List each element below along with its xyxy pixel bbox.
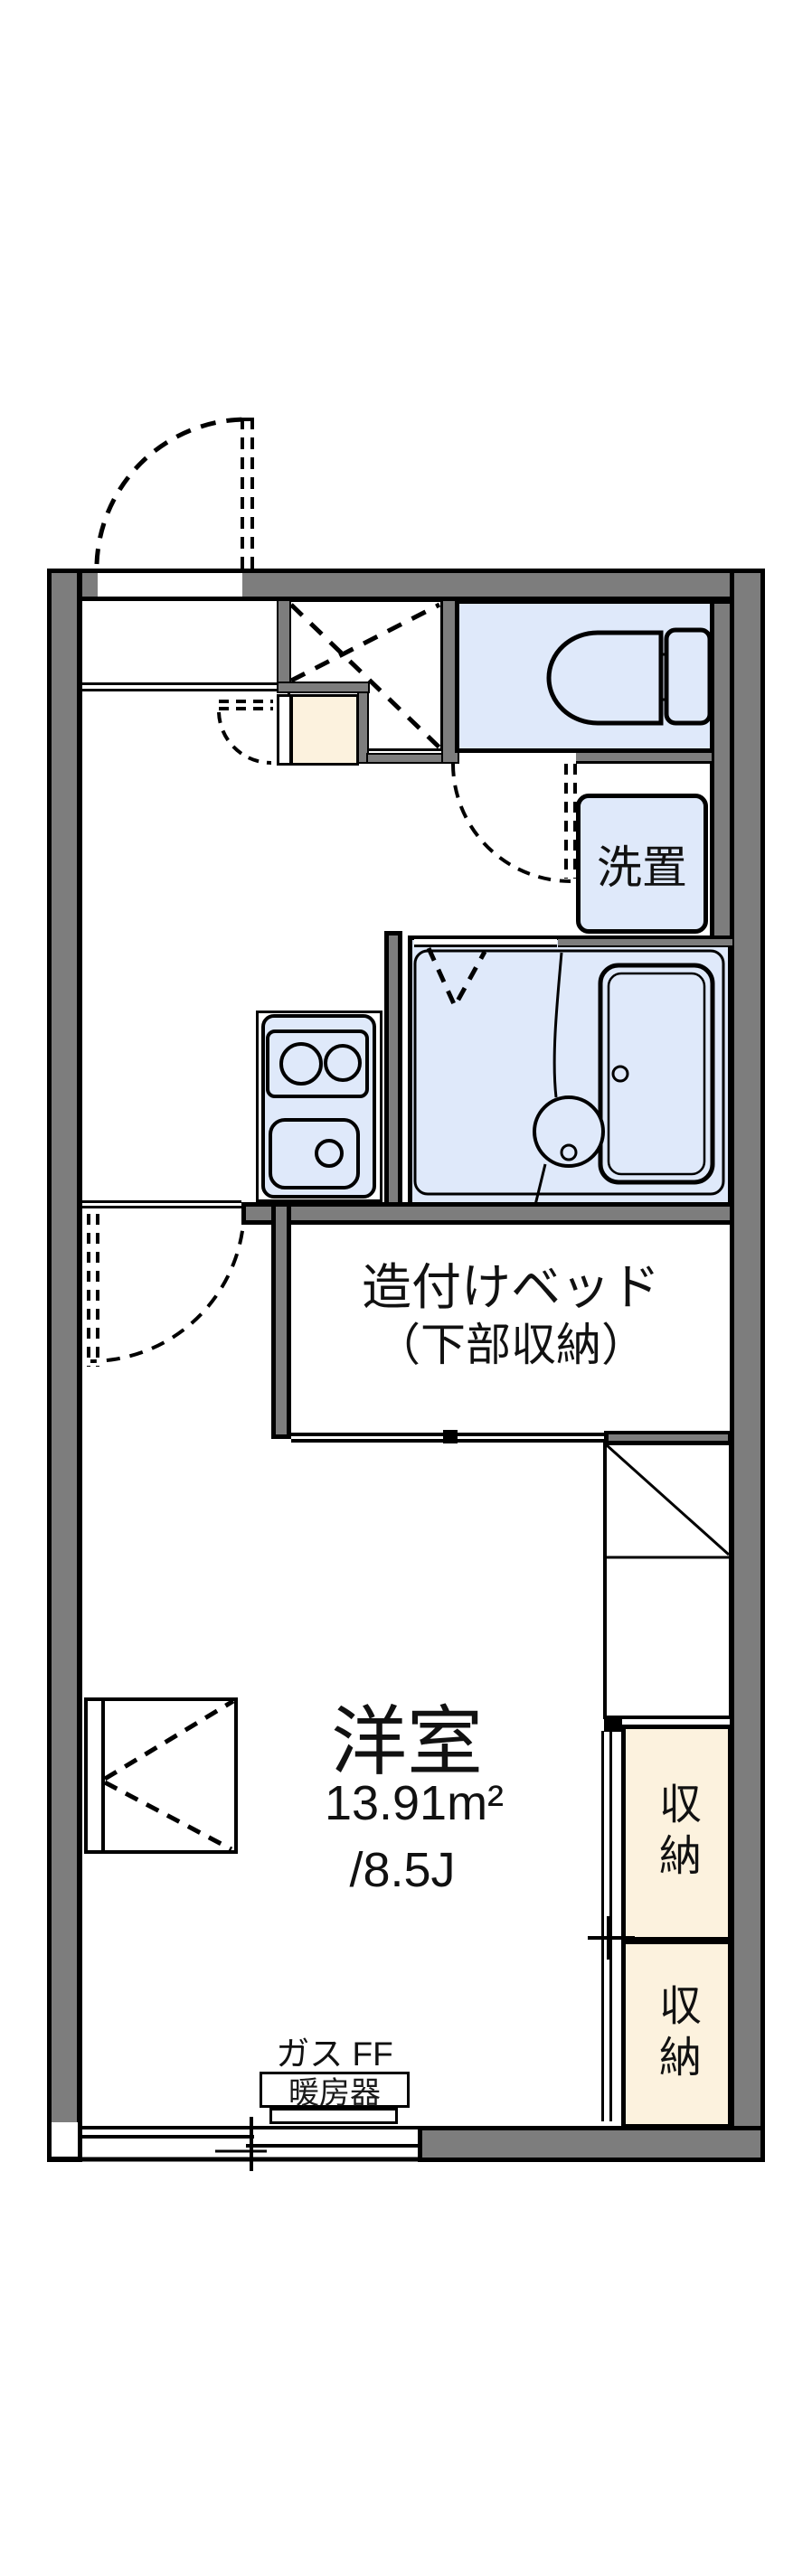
wall-bottom-fill: [422, 2130, 760, 2158]
bathroom-top-wall: [558, 937, 732, 947]
kitchen-unit: [261, 1014, 376, 1199]
entrance-door-arc: [94, 417, 248, 565]
storage-tick-h: [588, 1936, 635, 1940]
stove-burner-left-icon: [279, 1042, 323, 1086]
bath-floor-drain-icon: [560, 1143, 578, 1161]
wall-right-inner-strip-fill: [714, 604, 730, 943]
bathtub-icon: [598, 963, 715, 1185]
storage-channel-line-1: [601, 1731, 604, 2121]
genkan-step-line-2: [82, 689, 278, 691]
closet-track-line: [101, 1701, 105, 1850]
bed-label-line2: （下部収納）: [375, 1320, 647, 1370]
storage-channel-line-2: [609, 1731, 612, 2121]
bath-partition-line-2: [533, 1163, 547, 1206]
sink-drain-icon: [315, 1139, 344, 1168]
heater-name-label: 暖房器: [288, 2075, 381, 2111]
toilet-door-arc: [451, 763, 571, 883]
toilet-tank-icon: [664, 627, 713, 726]
bed-label: 造付けベッド （下部収納）: [298, 1258, 723, 1374]
storage-tick-v: [607, 1916, 610, 1960]
bath-partition-line: [552, 952, 563, 1098]
storage-upper: [621, 1725, 732, 1941]
bed-left-wall-fill: [276, 1207, 287, 1434]
shoe-cabinet-x2: [289, 602, 441, 683]
bathroom-door-threshold: [414, 936, 557, 947]
bathtub-inner: [607, 972, 706, 1176]
room-area-label: 13.91m²: [324, 1776, 505, 1830]
room-divider-wall-fill: [246, 1207, 730, 1220]
bathtub-drain-icon: [611, 1065, 629, 1083]
bath-door-fold-icon: [426, 946, 487, 1011]
wall-right-fill: [734, 573, 760, 2158]
column-top-band-fill: [609, 1434, 728, 1441]
column-step: [604, 1719, 622, 1732]
kitchen-sink-icon: [269, 1118, 360, 1189]
bed-bottom-tick: [443, 1430, 458, 1443]
room-door-arc: [90, 1207, 246, 1363]
column-diagonal-line: [605, 1443, 731, 1556]
storage-lower: [621, 1940, 732, 2129]
shoe-cabinet-x1: [289, 603, 441, 749]
heater-box: 暖房器: [260, 2072, 410, 2111]
wall-bottom-left-corner-inner: [52, 2122, 78, 2157]
room-door-lintel-2: [82, 1206, 241, 1208]
toilet-bowl-icon: [546, 630, 664, 726]
storage-upper-label: 収納: [653, 1782, 701, 1885]
stove-burner-right-icon: [324, 1044, 362, 1082]
wall-left-fill: [52, 573, 77, 2122]
column-box: [603, 1442, 732, 1719]
heater-type-label: ガス FF: [276, 2035, 393, 2073]
washing-machine-place: [576, 794, 708, 934]
toilet-bottom-wall: [576, 753, 712, 764]
shoe-wall-step: [277, 682, 370, 693]
utility-door-leaf: [277, 694, 292, 766]
closet-fold-dash-2: [103, 1780, 233, 1852]
heater-vent-box: [269, 2108, 398, 2124]
bath-stool-icon: [533, 1095, 605, 1168]
entrance-opening: [98, 573, 242, 597]
utility-box: [290, 694, 359, 766]
room-door-lintel-1: [82, 1200, 241, 1203]
washer-label: 洗置: [597, 841, 687, 893]
genkan-step-line-1: [82, 682, 278, 685]
kitchen-bath-wall-fill: [389, 935, 398, 1220]
storage-lower-label: 収納: [653, 1982, 701, 2086]
utility-door-arc: [217, 711, 272, 765]
room-name-label: 洋室: [330, 1699, 483, 1784]
stove-panel-icon: [266, 1029, 369, 1098]
room-tatami-label: /8.5J: [349, 1843, 456, 1897]
closet-fold-dash-1: [103, 1698, 235, 1782]
bed-label-line1: 造付けベッド: [361, 1259, 660, 1315]
bath-inner-outline: [413, 949, 725, 1196]
